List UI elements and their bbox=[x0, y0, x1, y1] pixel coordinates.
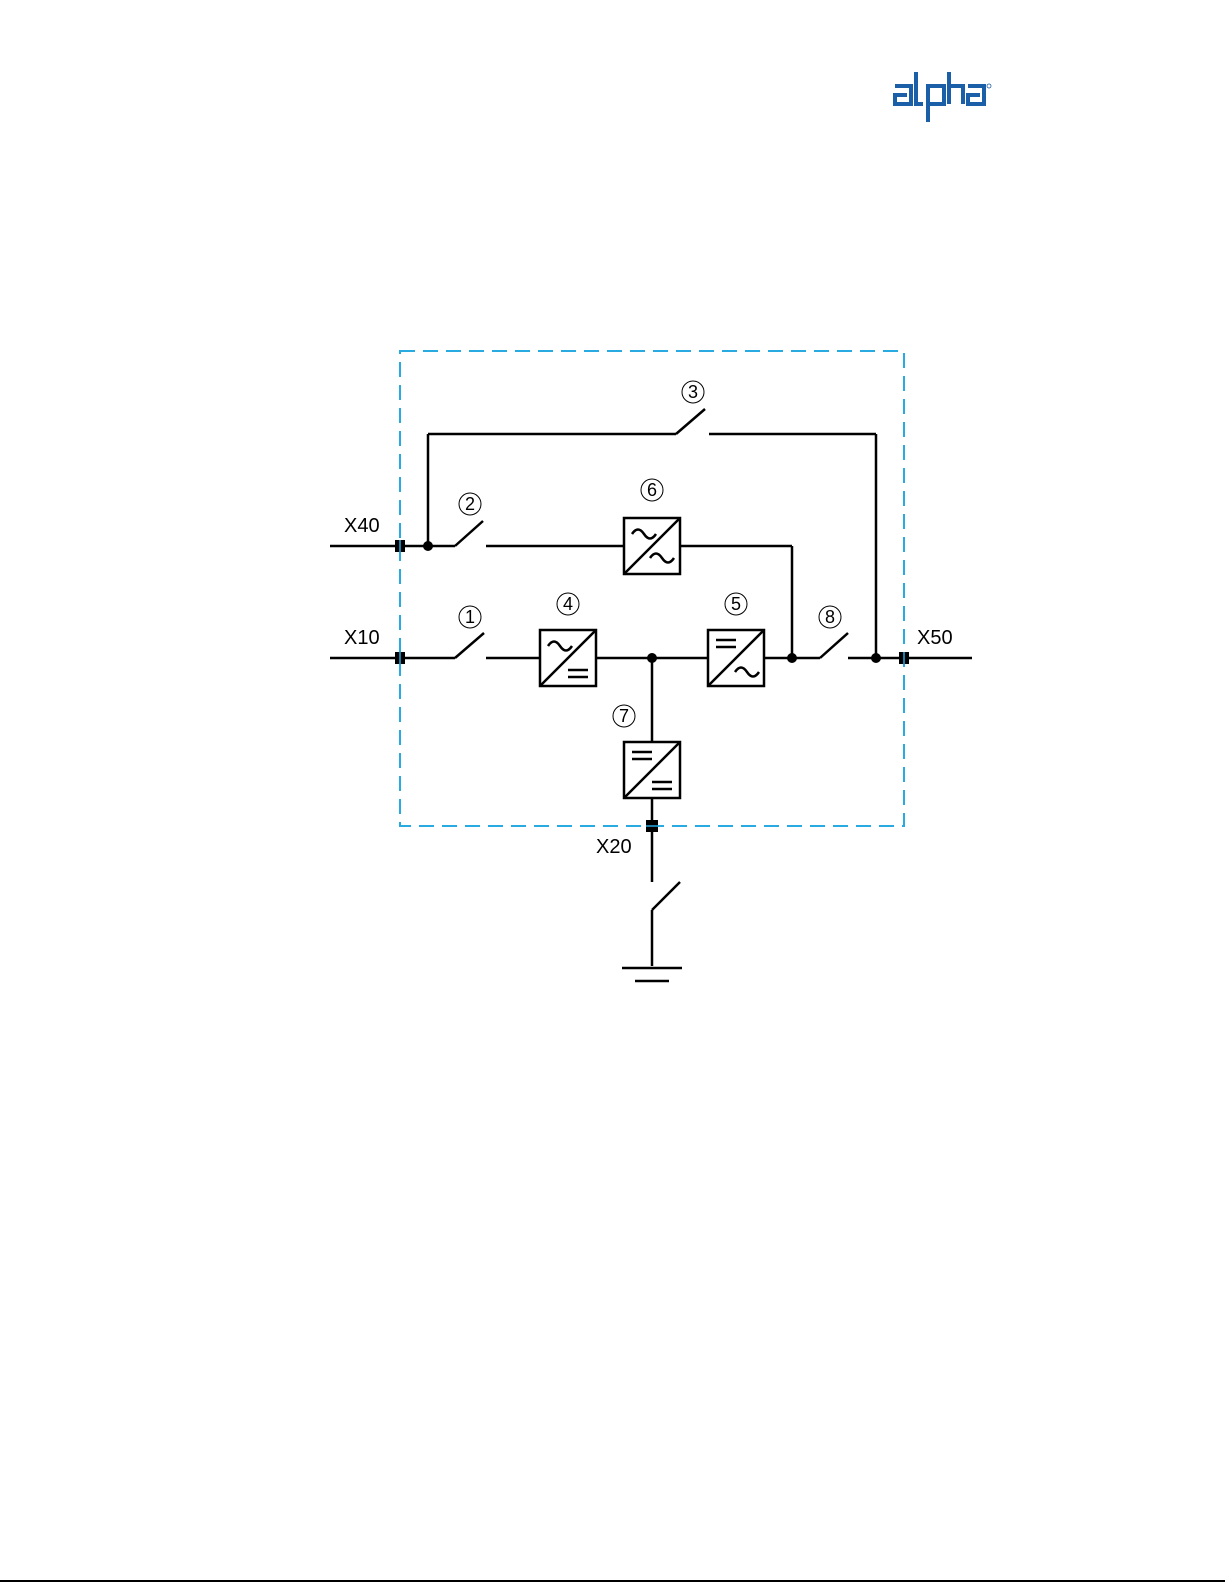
callout-3: 3 bbox=[688, 382, 698, 402]
switch-1 bbox=[455, 633, 484, 658]
switch-8 bbox=[820, 633, 848, 658]
junction-dot bbox=[647, 653, 657, 663]
inverter-5 bbox=[708, 630, 764, 686]
terminal-x10-label: X10 bbox=[344, 627, 380, 649]
switch-2 bbox=[455, 521, 483, 546]
junction-dot bbox=[787, 653, 797, 663]
terminal-x50-label: X50 bbox=[917, 627, 953, 649]
callout-8: 8 bbox=[825, 607, 835, 627]
dc-dc-converter-7 bbox=[624, 742, 680, 798]
battery-switch bbox=[652, 882, 680, 910]
terminal-x40-label: X40 bbox=[344, 515, 380, 537]
callout-4: 4 bbox=[563, 594, 573, 614]
rectifier-4 bbox=[540, 630, 596, 686]
ac-ac-converter-6 bbox=[624, 518, 680, 574]
junction-dot bbox=[423, 541, 433, 551]
callout-5: 5 bbox=[731, 594, 741, 614]
callout-2: 2 bbox=[465, 494, 475, 514]
page-footer-rule bbox=[0, 1580, 1225, 1582]
callout-7: 7 bbox=[619, 706, 629, 726]
switch-3 bbox=[676, 409, 705, 434]
callout-1: 1 bbox=[465, 607, 475, 627]
terminal-x20-label: X20 bbox=[596, 836, 632, 858]
callout-6: 6 bbox=[647, 480, 657, 500]
junction-dot bbox=[871, 653, 881, 663]
